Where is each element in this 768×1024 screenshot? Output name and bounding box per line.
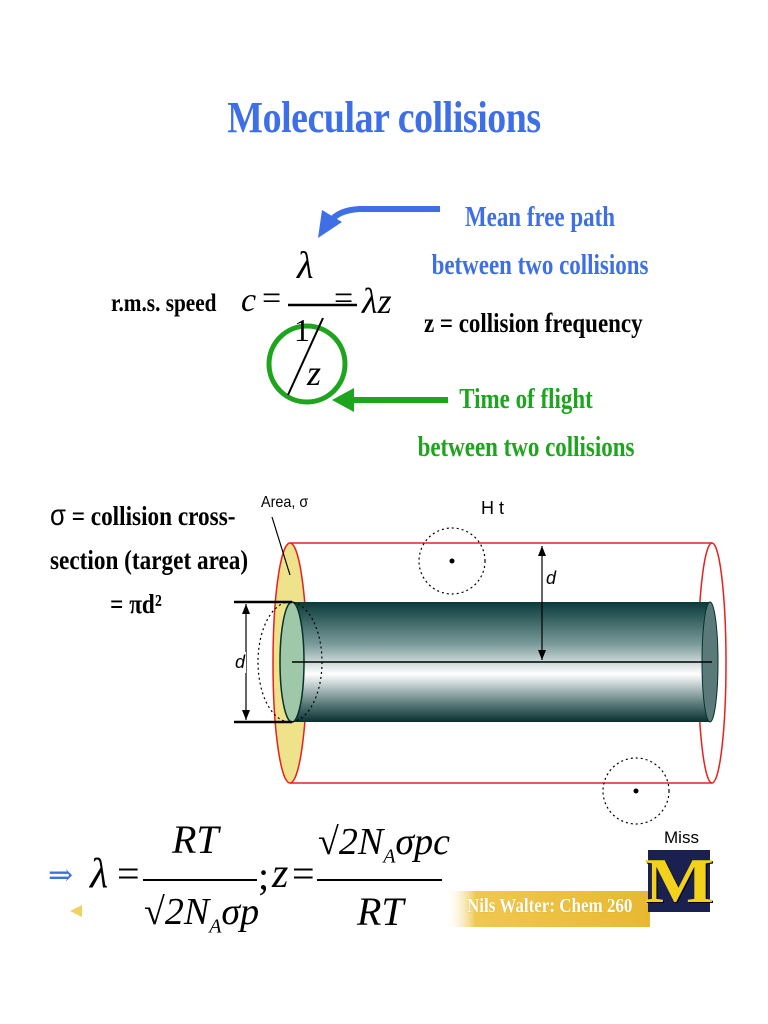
slide-title: Molecular collisions: [227, 93, 541, 142]
footer-credit: Nils Walter: Chem 260: [467, 895, 633, 917]
formula-eq2: =: [292, 851, 315, 896]
time-of-flight-note: Time of flight between two collisions: [403, 376, 649, 472]
sigma-line1-text: = collision cross-: [65, 501, 236, 531]
formula-den1-main: √2N: [144, 891, 210, 933]
time-of-flight-line1: Time of flight: [459, 384, 593, 415]
formula-num2-main: √2N: [318, 821, 384, 863]
area-label: Area, σ: [261, 494, 309, 511]
formula-den2: RT: [357, 889, 404, 934]
mean-free-path-note: Mean free path between two collisions: [417, 194, 663, 290]
slash-1-over-z: [287, 317, 324, 396]
rms-c: c: [241, 282, 257, 319]
hit-molecule-center: [449, 558, 455, 564]
rms-lambda: λ: [297, 245, 314, 287]
formula-num2-tail: σpc: [395, 821, 451, 863]
d-label-top: d: [546, 568, 557, 588]
denominator-circle: [266, 323, 348, 405]
university-logo: M: [644, 849, 713, 913]
formula-num2-sub: A: [383, 845, 396, 868]
time-of-flight-line2: between two collisions: [417, 432, 635, 463]
footer-left-mark: [70, 905, 82, 917]
formula-separator: ;: [258, 853, 270, 898]
formula-eq1: =: [117, 851, 140, 896]
time-of-flight-arrowhead: [332, 388, 354, 412]
hit-label: H t: [481, 498, 505, 518]
sigma-symbol: σ: [50, 499, 66, 532]
formula-num1: RT: [172, 817, 219, 862]
mean-free-path-line1: Mean free path: [464, 202, 616, 233]
mean-free-path-arrowhead: [318, 210, 342, 238]
formula-den1: √2NAσp: [144, 890, 259, 939]
university-logo-letter: M: [644, 845, 714, 916]
rms-z: z: [307, 353, 322, 393]
rms-lambda-z: λz: [362, 281, 392, 321]
area-pointer: [271, 516, 291, 576]
formula-num2: √2NAσpc: [318, 820, 450, 869]
miss-molecule-center: [633, 788, 639, 794]
hit-molecule: [418, 527, 486, 595]
d-label-left: d: [234, 652, 247, 673]
formula-den1-tail: σp: [221, 891, 260, 933]
z-definition: z = collision frequency: [424, 308, 643, 338]
footer-band: [445, 891, 650, 927]
rms-speed-label: r.m.s. speed: [111, 290, 217, 317]
sigma-line1: σ = collision cross-: [50, 494, 235, 538]
rms-eq2: =: [334, 280, 354, 317]
formula-z: z: [272, 851, 289, 897]
miss-molecule: [602, 757, 670, 825]
implies-arrow: ⇒: [48, 859, 74, 892]
miss-label: Miss: [664, 828, 699, 847]
sigma-line2: section (target area): [50, 545, 249, 575]
mean-free-path-line2: between two collisions: [431, 250, 649, 281]
formula-lambda: λ: [90, 851, 109, 897]
rms-one: 1: [294, 312, 310, 348]
sigma-definition: σ = collision cross- section (target are…: [50, 494, 249, 626]
sigma-line3: = πd²: [110, 589, 162, 619]
formula-den1-sub: A: [209, 915, 222, 938]
rms-eq1: =: [262, 280, 282, 317]
